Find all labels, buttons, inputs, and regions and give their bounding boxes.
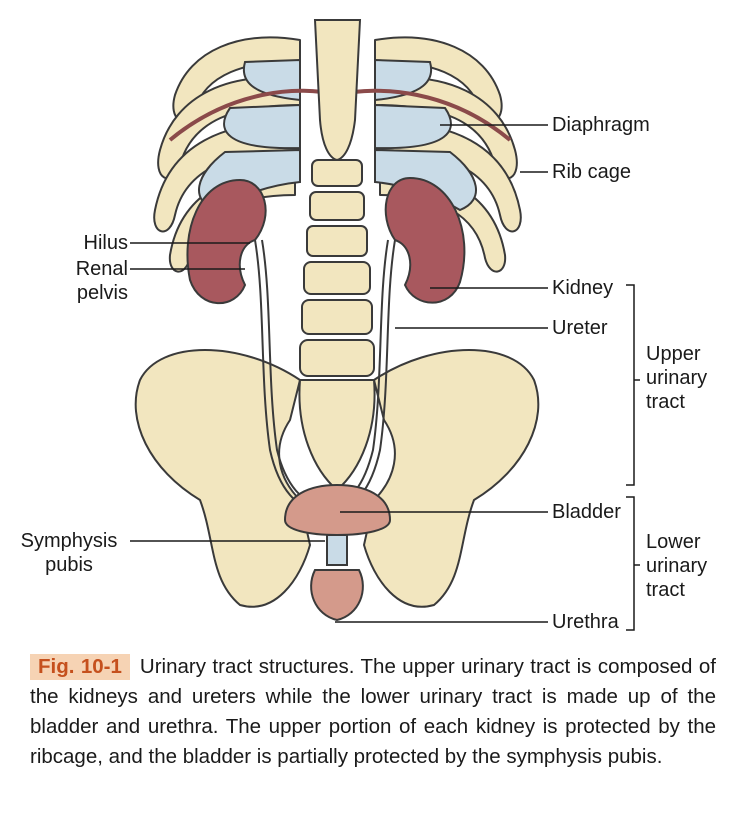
- label-upper-urinary-tract: Upper urinary tract: [646, 343, 708, 413]
- label-bladder: Bladder: [552, 501, 621, 523]
- symphysis-pubis: [326, 534, 348, 566]
- label-symphysis-pubis: Symphysis pubis: [20, 530, 118, 576]
- bladder: [283, 483, 392, 537]
- right-kidney: [384, 176, 466, 304]
- label-lower-urinary-tract: Lower urinary tract: [646, 531, 708, 601]
- label-ureter: Ureter: [552, 317, 608, 339]
- urethra: [310, 569, 364, 622]
- vertebral-column: [299, 159, 375, 377]
- label-rib-cage: Rib cage: [552, 161, 631, 183]
- figure-number-tag: Fig. 10-1: [30, 654, 130, 680]
- label-renal-pelvis: Renal pelvis: [75, 258, 128, 304]
- tract-brackets: [626, 284, 640, 631]
- sternum: [313, 19, 362, 162]
- caption-text: Urinary tract structures. The upper urin…: [30, 655, 716, 768]
- pelvis: [134, 349, 540, 608]
- label-diaphragm: Diaphragm: [552, 114, 650, 136]
- label-urethra: Urethra: [552, 611, 619, 633]
- leader-lines: [130, 124, 548, 623]
- urinary-tract-illustration: [130, 19, 640, 631]
- label-kidney: Kidney: [552, 277, 614, 299]
- left-kidney: [186, 178, 267, 305]
- label-hilus: Hilus: [83, 232, 128, 254]
- kidneys: [186, 176, 466, 305]
